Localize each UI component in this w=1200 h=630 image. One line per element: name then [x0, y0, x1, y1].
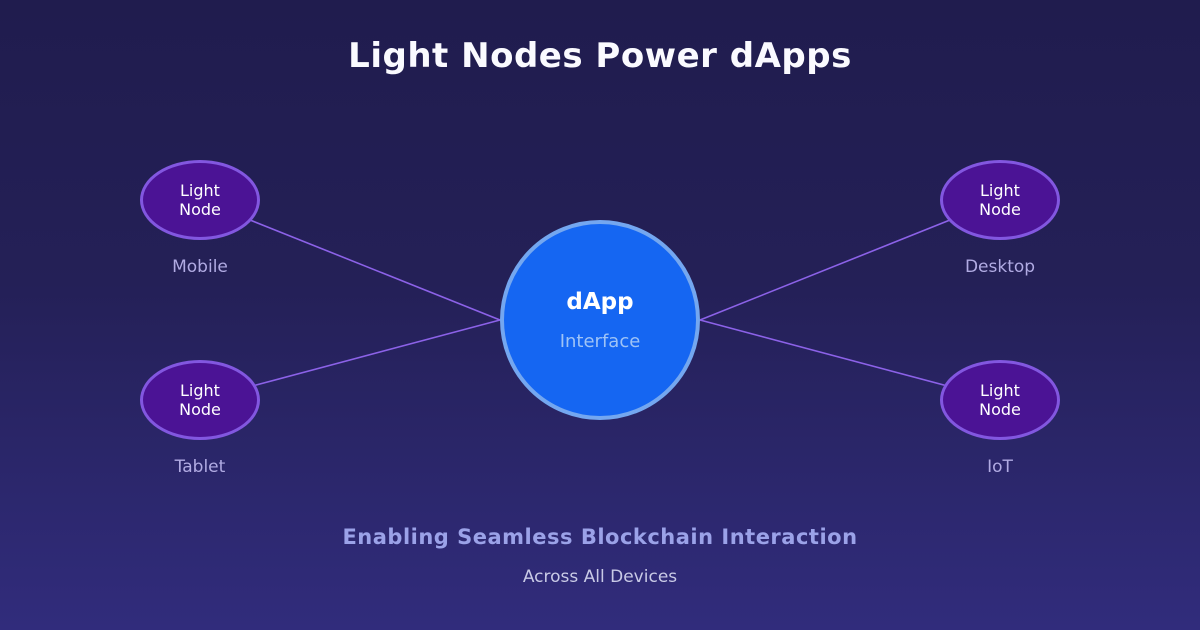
light-node-iot: Light Node	[940, 360, 1060, 440]
footer-headline: Enabling Seamless Blockchain Interaction	[342, 525, 858, 549]
dapp-hub-subtitle: Interface	[559, 330, 641, 352]
light-node-desktop: Light Node	[940, 160, 1060, 240]
dapp-hub-title: dApp	[566, 288, 634, 315]
device-label-desktop: Desktop	[964, 257, 1036, 277]
device-label-mobile: Mobile	[172, 257, 228, 277]
page-title: Light Nodes Power dApps	[348, 36, 852, 76]
light-node-tablet: Light Node	[140, 360, 260, 440]
footer-subheadline: Across All Devices	[522, 567, 678, 587]
light-node-mobile: Light Node	[140, 160, 260, 240]
light-node-label: Light Node	[179, 181, 221, 219]
device-label-tablet: Tablet	[174, 457, 226, 477]
dapp-hub-circle: dApp Interface	[500, 220, 700, 420]
device-label-iot: IoT	[987, 457, 1013, 477]
light-node-label: Light Node	[179, 381, 221, 419]
light-node-label: Light Node	[979, 181, 1021, 219]
light-node-label: Light Node	[979, 381, 1021, 419]
